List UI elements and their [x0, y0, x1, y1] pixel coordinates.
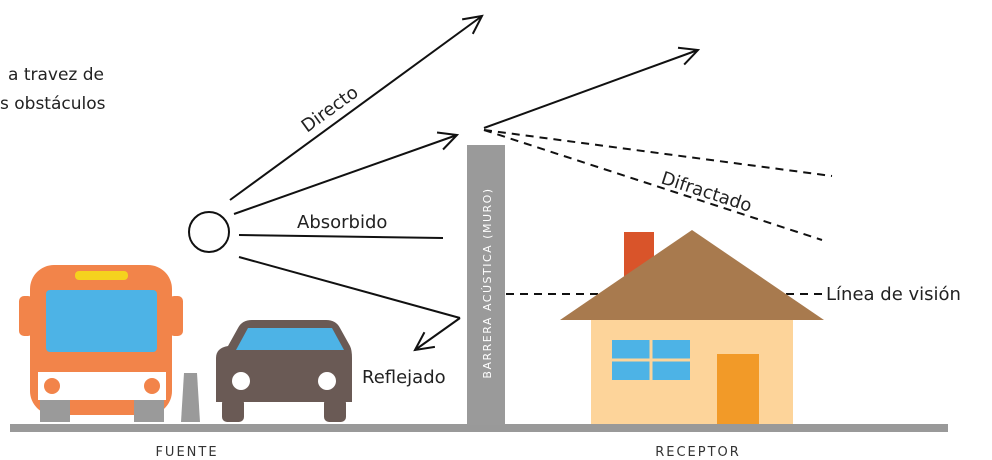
intro-text-line2: s obstáculos	[0, 94, 106, 114]
caption-source: FUENTE	[155, 445, 218, 460]
reflected-return-arrow	[413, 317, 461, 352]
absorbed-path-line	[238, 234, 444, 239]
caption-receiver: RECEPTOR	[655, 445, 741, 460]
bus	[19, 265, 183, 422]
house-roof	[560, 230, 824, 320]
direct-path-arrow	[229, 14, 484, 201]
label-reflected: Reflejado	[362, 367, 446, 388]
label-diffracted: Difractado	[658, 168, 754, 217]
diffracted-dashed-line-2	[483, 129, 823, 241]
bollard	[181, 373, 200, 422]
diffracted-dashed-line-1	[483, 129, 833, 177]
barrier-label: BARRERA ACÚSTICA (MURO)	[481, 187, 494, 378]
acoustic-barrier-wall	[467, 145, 505, 425]
car	[216, 320, 352, 422]
label-absorbed: Absorbido	[297, 212, 387, 233]
reflected-incident-line	[238, 256, 461, 319]
intro-text-line1: a travez de	[8, 65, 104, 85]
label-line-of-sight: Línea de visión	[826, 284, 961, 305]
diffracted-upward-arrow	[483, 46, 701, 129]
diffracted-incident-arrow	[233, 131, 460, 215]
house-door	[717, 354, 759, 424]
sound-source-circle	[188, 211, 230, 253]
house	[560, 230, 824, 424]
ground-line	[10, 424, 948, 432]
